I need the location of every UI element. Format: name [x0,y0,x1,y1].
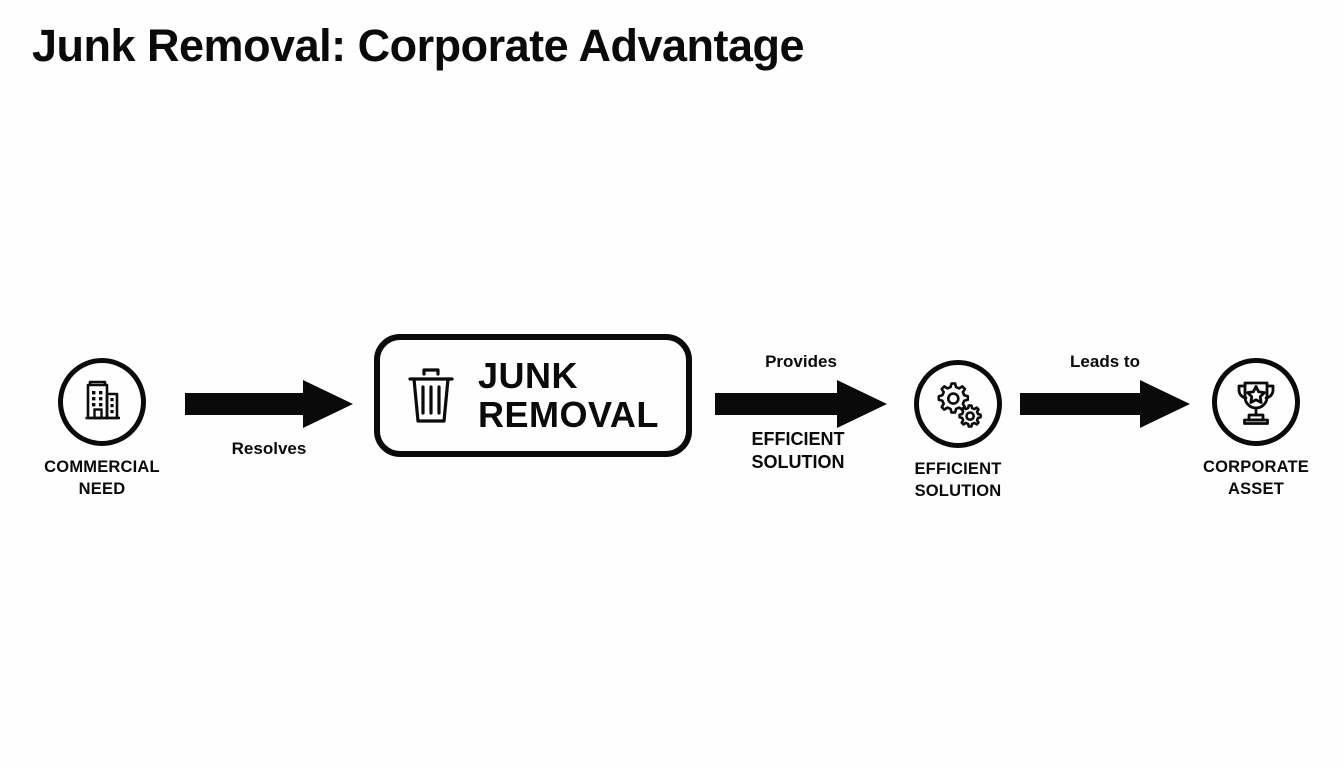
trash-can-icon [404,366,458,426]
node-circle-commercial-need [58,358,146,446]
flow-node-junk-removal[interactable]: JUNK REMOVAL [374,334,692,457]
flow-node-efficient-solution[interactable]: EFFICIENT SOLUTION [868,360,1048,503]
trophy-icon [1229,375,1283,429]
flow-arrow-label-leads-to: Leads to [1070,352,1140,371]
flow-arrow-label-resolves: Resolves [231,439,307,458]
node-circle-corporate-asset [1212,358,1300,446]
flow-node-label-commercial-need: COMMERCIAL NEED [44,458,160,498]
office-building-icon [76,376,128,428]
node-circle-efficient-solution [914,360,1002,448]
flow-node-corporate-asset[interactable]: CORPORATE ASSET [1166,358,1344,501]
flow-node-commercial-need[interactable]: COMMERCIAL NEED [12,358,192,501]
flow-arrow-leads-to [1020,380,1190,428]
gears-icon [931,377,985,431]
flow-node-label-efficient-solution: EFFICIENT SOLUTION [914,460,1002,500]
flow-arrow-label-provides-below: EFFICIENT SOLUTION [751,429,845,473]
flow-arrow-resolves [185,380,353,428]
process-flow-diagram: COMMERCIAL NEED Resolves JUNK REMOVAL Pr [0,325,1344,505]
flow-arrow-label-provides-above: Provides [765,352,837,371]
flow-node-label-junk-removal: JUNK REMOVAL [478,354,659,435]
flow-arrow-provides [715,380,887,428]
page-title: Junk Removal: Corporate Advantage [32,20,805,71]
flow-node-label-corporate-asset: CORPORATE ASSET [1203,458,1309,498]
